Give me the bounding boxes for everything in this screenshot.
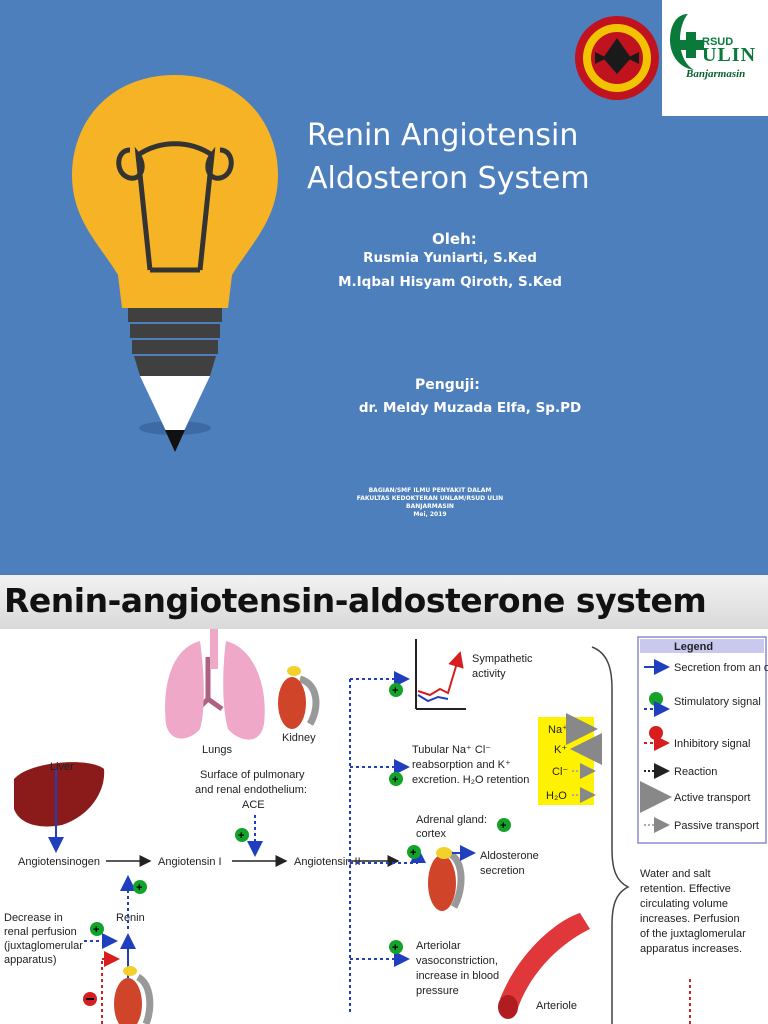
hospital-cross-icon <box>670 14 704 70</box>
slide-title: Renin Angiotensin Aldosteron System <box>307 114 637 200</box>
ion-h2o: H₂O <box>546 790 567 802</box>
svg-text:+: + <box>392 774 398 786</box>
diagram-title: Renin-angiotensin-aldosterone system <box>4 581 707 620</box>
lightbulb-pencil-icon <box>72 75 278 452</box>
sympathetic-label-1: Sympathetic <box>472 653 533 665</box>
institution-line-2: FAKULTAS KEDOKTERAN UNLAM/RSUD ULIN <box>356 495 504 502</box>
legend-secretion: Secretion from an organ <box>674 662 768 674</box>
svg-text:+: + <box>410 847 416 859</box>
svg-text:+: + <box>392 685 398 697</box>
legend-reaction: Reaction <box>674 766 717 778</box>
adrenal-kidney-icon <box>428 847 465 911</box>
author-2: M.Iqbal Hisyam Qiroth, S.Ked <box>338 274 562 290</box>
liver-icon <box>14 762 105 853</box>
lungs-label: Lungs <box>202 744 232 756</box>
ion-na: Na⁺ <box>548 724 568 736</box>
sympathetic-graph <box>415 639 466 710</box>
arteriolar-label-4: pressure <box>416 985 459 997</box>
penguji-label: Penguji: <box>415 377 480 393</box>
title-line-1: Renin Angiotensin <box>307 118 579 153</box>
water-salt-5: of the juxtaglomerular <box>640 928 746 940</box>
water-salt-2: retention. Effective <box>640 883 731 895</box>
ion-cl: Cl⁻ <box>552 766 568 778</box>
institution-line-1: BAGIAN/SMF ILMU PENYAKIT DALAM <box>368 487 492 494</box>
title-slide: RSUD ULIN Banjarmasin Renin Angiotensin … <box>0 0 768 575</box>
legend-title: Legend <box>674 641 713 653</box>
pulmonary-label-2: and renal endothelium: <box>195 784 307 796</box>
adrenal-label-2: cortex <box>416 828 446 840</box>
perfusion-label-3: (juxtaglomerular <box>4 940 83 952</box>
author-1: Rusmia Yuniarti, S.Ked <box>363 250 537 266</box>
legend-active: Active transport <box>674 792 750 804</box>
legend: Legend Secretion from an organ Stimulato… <box>637 636 768 844</box>
ion-k: K⁺ <box>554 744 567 756</box>
adrenal-label-1: Adrenal gland: <box>416 814 487 826</box>
kidney-label: Kidney <box>282 732 316 744</box>
arteriolar-label-1: Arteriolar <box>416 940 461 952</box>
title-band: Renin-angiotensin-aldosterone system <box>0 575 768 629</box>
svg-text:+: + <box>500 820 506 832</box>
arteriole-label: Arteriole <box>536 1000 577 1012</box>
arteriolar-label-3: increase in blood <box>416 970 499 982</box>
legend-stimulatory: Stimulatory signal <box>674 696 761 708</box>
tubular-label-2: reabsorption and K⁺ <box>412 759 511 771</box>
perfusion-label-1: Decrease in <box>4 912 63 924</box>
stimulatory-icon <box>235 828 249 842</box>
ion-transport-box: Na⁺ K⁺ Cl⁻ H₂O <box>538 713 602 805</box>
pulmonary-label-3: ACE <box>242 799 265 811</box>
tubular-label-1: Tubular Na⁺ Cl⁻ <box>412 744 491 756</box>
svg-text:+: + <box>93 924 99 936</box>
water-salt-3: circulating volume <box>640 898 728 910</box>
angiotensinogen-label: Angiotensinogen <box>18 856 100 868</box>
aldosterone-label-1: Aldosterone <box>480 850 539 862</box>
title-line-2: Aldosteron System <box>307 161 590 196</box>
arteriolar-label-2: vasoconstriction, <box>416 955 498 967</box>
water-salt-4: increases. Perfusion <box>640 913 740 925</box>
water-salt-1: Water and salt <box>640 868 711 880</box>
kidney-icon <box>278 666 320 729</box>
renin-label: Renin <box>116 912 145 924</box>
sympathetic-label-2: activity <box>472 668 506 680</box>
svg-text:+: + <box>392 942 398 954</box>
legend-inhibitory: Inhibitory signal <box>674 738 750 750</box>
raas-diagram: Lungs Kidney Liver Surface of pulmonary … <box>4 629 768 1024</box>
unlam-logo <box>575 16 659 100</box>
oleh-label: Oleh: <box>432 230 477 248</box>
raas-diagram-slide: Renin-angiotensin-aldosterone system Lun… <box>0 575 768 1024</box>
examiner-name: dr. Meldy Muzada Elfa, Sp.PD <box>358 400 582 416</box>
rsud-label: RSUD <box>702 36 734 48</box>
svg-text:+: + <box>136 882 142 894</box>
institution-line-3: BANJARMASIN <box>406 503 454 510</box>
institution-date: Mei, 2019 <box>413 511 447 518</box>
svg-text:+: + <box>238 830 244 842</box>
perfusion-label-4: apparatus) <box>4 954 57 966</box>
liver-label: Liver <box>50 761 74 773</box>
perfusion-label-2: renal perfusion <box>4 926 77 938</box>
tubular-label-3: excretion. H₂O retention <box>412 774 529 786</box>
legend-passive: Passive transport <box>674 820 759 832</box>
angiotensin1-label: Angiotensin I <box>158 856 222 868</box>
water-salt-6: apparatus increases. <box>640 943 742 955</box>
arteriole-icon <box>498 913 590 1019</box>
banjarmasin-label: Banjarmasin <box>686 68 746 80</box>
kidney-bottom-icon <box>114 966 154 1024</box>
pulmonary-label-1: Surface of pulmonary <box>200 769 305 781</box>
angiotensin2-label: Angiotensin II <box>294 856 361 868</box>
rsud-ulin-logo: RSUD ULIN Banjarmasin <box>662 0 768 116</box>
lungs-icon <box>165 629 265 740</box>
aldosterone-label-2: secretion <box>480 865 525 877</box>
ulin-label: ULIN <box>702 44 757 66</box>
